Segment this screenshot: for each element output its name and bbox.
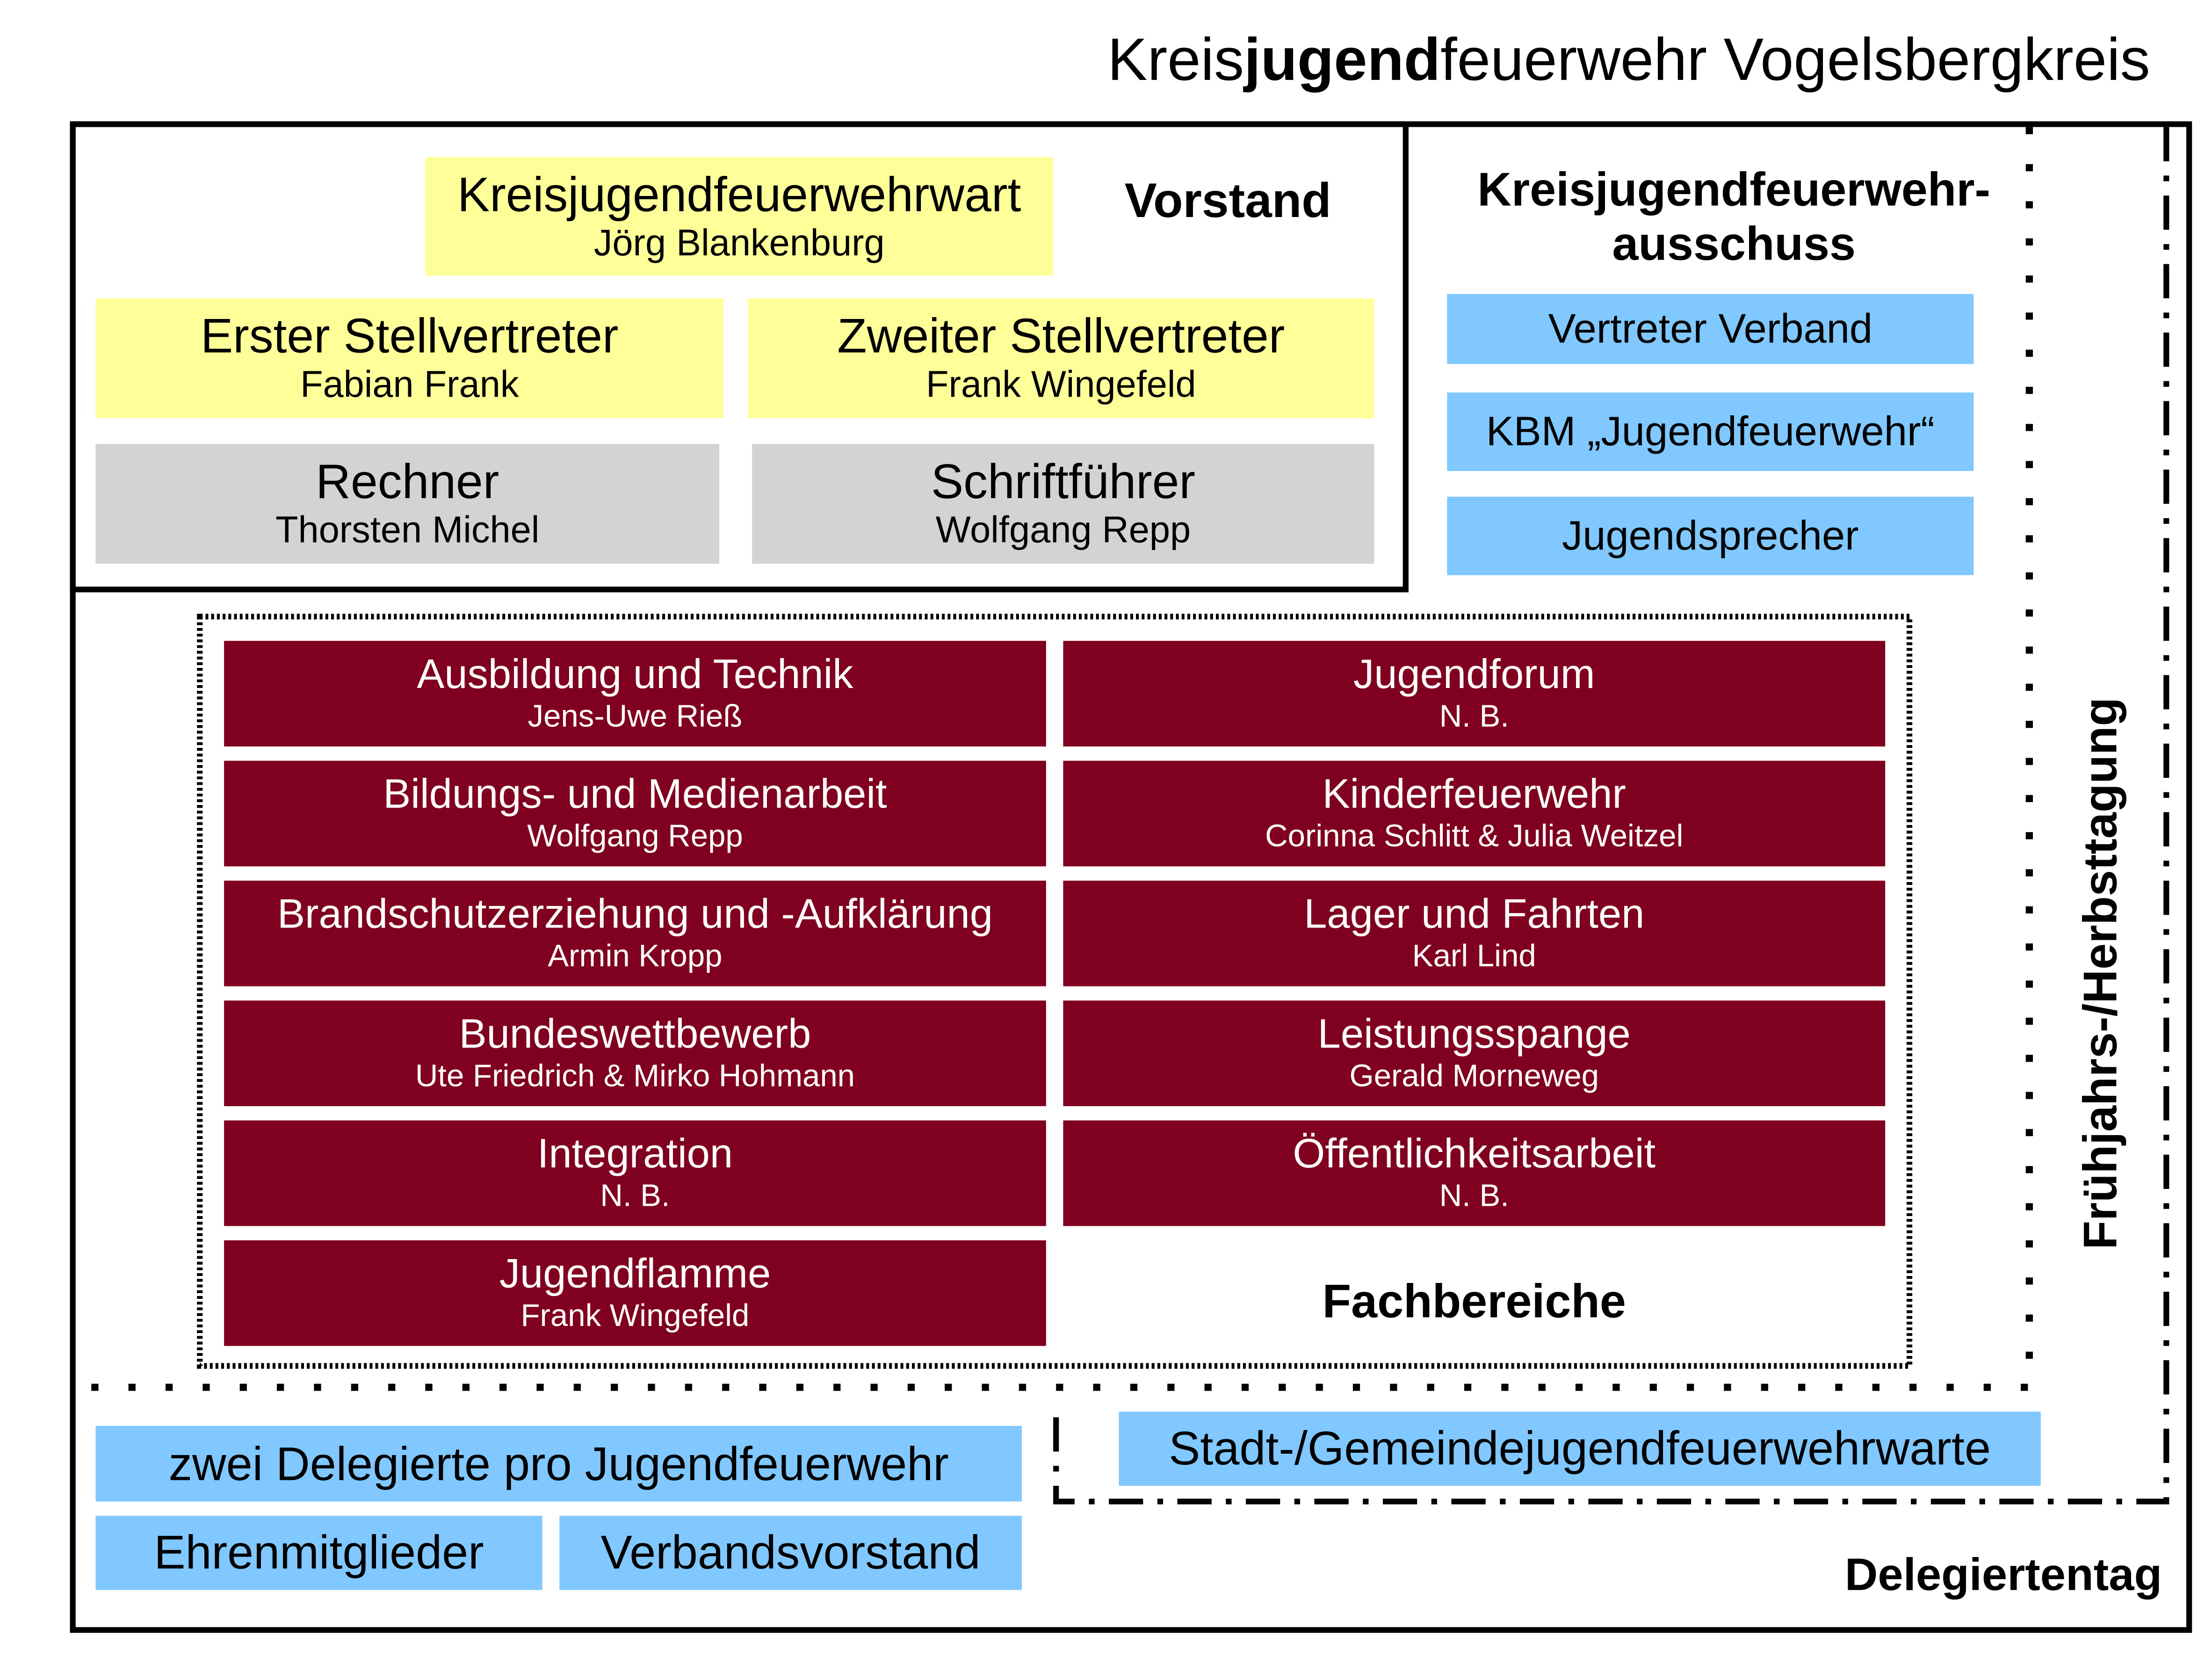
fachbereiche-label: Fachbereiche	[1322, 1275, 1626, 1327]
fachbereich-title: Öffentlichkeitsarbeit	[1293, 1131, 1656, 1178]
person-name: Ute Friedrich & Mirko Hohmann	[415, 1058, 855, 1094]
vorstand-label: Vorstand	[1124, 174, 1331, 229]
person-name: Thorsten Michel	[275, 508, 540, 551]
delegierte-box: zwei Delegierte pro Jugendfeuerwehr	[95, 1426, 1022, 1502]
role-title: Kreisjugendfeuerwehrwart	[457, 167, 1021, 222]
fachbereich-box: Leistungsspange Gerald Morneweg	[1063, 1000, 1886, 1106]
person-name: N. B.	[600, 1177, 670, 1213]
erster-stellvertreter-box: Erster Stellvertreter Fabian Frank	[95, 298, 724, 419]
ausschuss-frame	[72, 127, 2033, 1391]
fachbereich-box: Öffentlichkeitsarbeit N. B.	[1063, 1120, 1886, 1226]
vorstand-frame	[70, 121, 1409, 593]
fachbereich-title: Bildungs- und Medienarbeit	[383, 772, 887, 818]
ausschuss-label-line2: ausschuss	[1612, 217, 1856, 270]
person-name: Karl Lind	[1412, 937, 1536, 974]
zweiter-stellvertreter-box: Zweiter Stellvertreter Frank Wingefeld	[748, 298, 1374, 419]
fachbereich-box: Ausbildung und Technik Jens-Uwe Rieß	[224, 641, 1046, 746]
fachbereich-title: Brandschutzerziehung und -Aufklärung	[277, 892, 993, 938]
person-name: Jörg Blankenburg	[593, 220, 885, 264]
person-name: N. B.	[1439, 1177, 1509, 1213]
vertreter-verband-box: Vertreter Verband	[1447, 294, 1974, 364]
tagung-label: Frühjahrs-/Herbsttagung	[2073, 697, 2126, 1250]
delegiertentag-label: Delegiertentag	[1844, 1548, 2162, 1600]
kreisjugendfeuerwehrwart-box: Kreisjugendfeuerwehrwart Jörg Blankenbur…	[425, 157, 1054, 275]
role-title: Erster Stellvertreter	[200, 310, 619, 364]
stadt-gemeindejugendfeuerwehrwarte-box: Stadt-/Gemeindejugendfeuerwehrwarte	[1119, 1412, 2041, 1486]
person-name: N. B.	[1439, 698, 1509, 734]
kbm-jugendfeuerwehr-box: KBM „Jugendfeuerwehr“	[1447, 392, 1974, 471]
role-title: Rechner	[316, 455, 499, 510]
fachbereich-box: Lager und Fahrten Karl Lind	[1063, 880, 1886, 986]
fachbereich-title: Leistungsspange	[1317, 1012, 1631, 1058]
fachbereich-title: Kinderfeuerwehr	[1322, 772, 1626, 818]
fachbereiche-frame	[197, 614, 1913, 1369]
ausschuss-label-line1: Kreisjugendfeuerwehr-	[1477, 162, 1991, 216]
fachbereich-box: Bildungs- und Medienarbeit Wolfgang Repp	[224, 761, 1046, 867]
schriftfuehrer-box: Schriftführer Wolfgang Repp	[752, 444, 1374, 564]
fachbereich-box: Jugendflamme Frank Wingefeld	[224, 1240, 1046, 1346]
rechner-box: Rechner Thorsten Michel	[95, 444, 720, 564]
fachbereich-title: Lager und Fahrten	[1304, 892, 1645, 938]
role-title: Zweiter Stellvertreter	[837, 310, 1285, 364]
fachbereich-title: Jugendflamme	[499, 1252, 771, 1297]
person-name: Fabian Frank	[300, 362, 519, 406]
fachbereich-title: Jugendforum	[1353, 652, 1595, 698]
person-name: Wolfgang Repp	[935, 508, 1191, 551]
fachbereich-box: Jugendforum N. B.	[1063, 641, 1886, 746]
fachbereich-box: Bundeswettbewerb Ute Friedrich & Mirko H…	[224, 1000, 1046, 1106]
person-name: Jens-Uwe Rieß	[528, 698, 743, 734]
person-name: Frank Wingefeld	[926, 362, 1196, 406]
fachbereich-box: Integration N. B.	[224, 1120, 1046, 1226]
person-name: Armin Kropp	[548, 937, 723, 974]
fachbereich-title: Integration	[537, 1131, 733, 1178]
fachbereich-title: Ausbildung und Technik	[417, 652, 853, 698]
ehrenmitglieder-box: Ehrenmitglieder	[95, 1515, 542, 1590]
page-title: Kreisjugendfeuerwehr Vogelsbergkreis	[1107, 25, 2150, 93]
person-name: Corinna Schlitt & Julia Weitzel	[1265, 818, 1684, 854]
fachbereich-title: Bundeswettbewerb	[459, 1012, 811, 1058]
person-name: Frank Wingefeld	[520, 1297, 750, 1333]
person-name: Wolfgang Repp	[527, 818, 743, 854]
verbandsvorstand-box: Verbandsvorstand	[559, 1515, 1022, 1590]
jugendsprecher-box: Jugendsprecher	[1447, 496, 1974, 575]
person-name: Gerald Morneweg	[1349, 1058, 1599, 1094]
role-title: Schriftführer	[931, 455, 1196, 510]
ausschuss-label: Kreisjugendfeuerwehr- ausschuss	[1441, 163, 2026, 271]
fachbereich-box: Brandschutzerziehung und -Aufklärung Arm…	[224, 880, 1046, 986]
fachbereich-box: Kinderfeuerwehr Corinna Schlitt & Julia …	[1063, 761, 1886, 867]
tagung-frame	[1053, 127, 2169, 1505]
